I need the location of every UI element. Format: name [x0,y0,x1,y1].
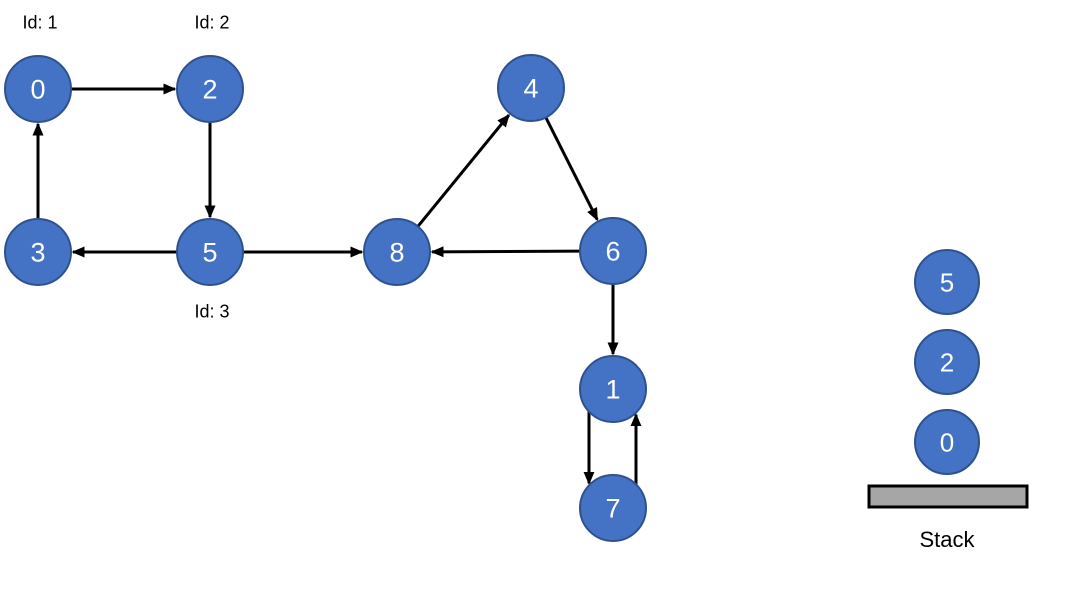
graph-node-5 [176,218,244,286]
stack-item-0 [914,409,980,475]
stack-item-label-5: 5 [940,267,954,297]
stack-item-label-2: 2 [940,347,954,377]
graph-node-label-0: 0 [30,75,45,105]
graph-node-label-4: 4 [523,74,538,104]
stack-platform [867,484,1029,509]
graph-node-label-3: 3 [30,238,45,268]
stack-item-5 [914,249,980,315]
graph-edge-6-to-8 [430,246,581,258]
graph-node-label-2: 2 [202,75,217,105]
graph-node-1 [579,355,647,423]
graph-node-6 [579,217,647,285]
graph-node-7 [579,474,647,542]
graph-node-label-5: 5 [202,238,217,268]
node-annotation-5: Id: 3 [194,301,229,321]
graph-node-label-8: 8 [389,238,404,268]
graph-node-0 [4,55,72,123]
graph-node-label-6: 6 [605,237,620,267]
graph-node-8 [363,218,431,286]
stack-item-2 [914,329,980,395]
node-annotation-0: Id: 1 [22,12,57,32]
stack-title: Stack [919,527,975,552]
graph-node-3 [4,218,72,286]
graph-edge-4-to-6 [544,116,599,222]
graph-node-2 [176,55,244,123]
graph-node-4 [497,54,565,122]
graph-node-label-1: 1 [605,375,620,405]
graph-node-label-7: 7 [605,494,620,524]
node-annotation-2: Id: 2 [194,12,229,32]
stack-item-label-0: 0 [940,427,954,457]
graph-edge-8-to-4 [416,113,511,228]
